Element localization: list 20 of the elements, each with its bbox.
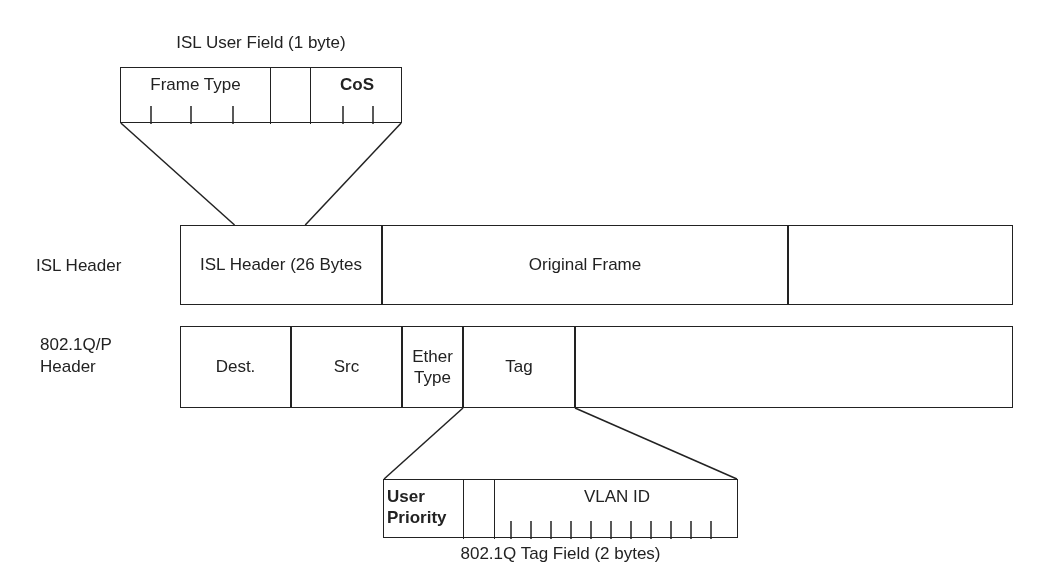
expansion-line xyxy=(304,122,402,226)
field-title: 802.1Q Tag Field (2 bytes) xyxy=(460,543,661,565)
frame-field: User Priority xyxy=(384,480,464,539)
frame-field xyxy=(575,326,1013,408)
expansion-line xyxy=(383,407,464,480)
field-title: ISL User Field (1 byte) xyxy=(176,32,346,54)
frame-field: Dest. xyxy=(180,326,291,408)
frame-field: Src xyxy=(291,326,402,408)
frame-field: ISL Header (26 Bytes xyxy=(180,225,382,305)
frame-field xyxy=(788,225,1013,305)
frame-field: Tag xyxy=(463,326,575,408)
frame-field: CoS xyxy=(311,68,403,124)
row-label: 802.1Q/P Header xyxy=(40,334,113,379)
row-label: ISL Header xyxy=(36,255,123,277)
expansion-line xyxy=(574,407,738,480)
expansion-line xyxy=(120,122,236,226)
frame-field: Frame Type xyxy=(121,68,271,124)
frame-field: Original Frame xyxy=(382,225,788,305)
frame-field: VLAN ID xyxy=(495,480,739,539)
frame-field: Ether Type xyxy=(402,326,463,408)
